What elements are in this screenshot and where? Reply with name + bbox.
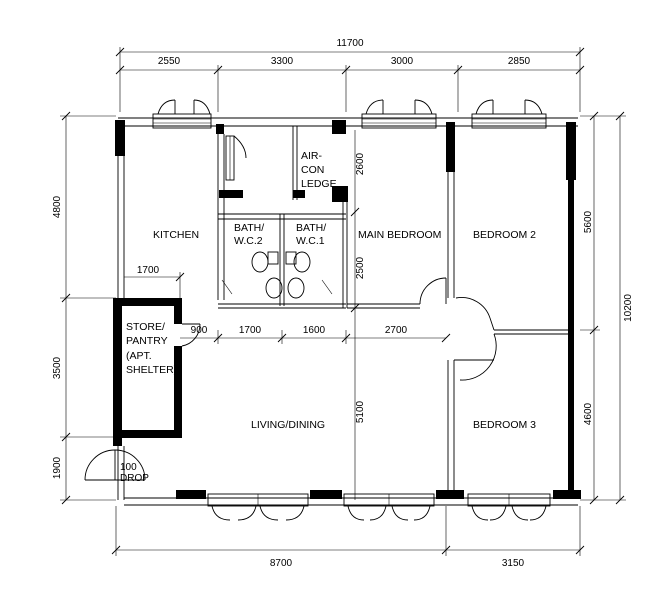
room-store-line2: PANTRY	[126, 335, 168, 347]
drop-label-1: 100	[120, 462, 137, 473]
dim-top-3: 3000	[391, 56, 414, 67]
dim-left-1: 4800	[52, 195, 63, 218]
room-store-line3: (APT.	[126, 350, 152, 362]
room-bedroom3: BEDROOM 3	[473, 419, 536, 431]
room-aircon-line2: CON	[301, 164, 324, 176]
room-main-bedroom: MAIN BEDROOM	[358, 229, 441, 241]
doors	[84, 277, 497, 481]
dim-left-2: 3500	[52, 356, 63, 379]
dim-kitchen-store: 1700	[137, 265, 160, 276]
dim-bedroom-width: 2700	[385, 325, 408, 336]
dim-bath-width: 1700	[239, 325, 262, 336]
dim-top-2: 3300	[271, 56, 294, 67]
dim-bath-height: 2500	[355, 256, 366, 279]
room-store-line1: STORE/	[126, 321, 165, 333]
room-labels: KITCHEN BATH/ W.C.2 BATH/ W.C.1 AIR- CON…	[126, 150, 536, 431]
dim-top-total: 11700	[336, 38, 364, 49]
dimension-labels: 11700 2550 3300 3000 2850 4800 3500 1900…	[52, 38, 634, 569]
dim-wc-width: 1600	[303, 325, 326, 336]
walls	[113, 117, 581, 506]
drop-label-2: DROP	[120, 473, 149, 484]
dim-left-3: 1900	[52, 456, 63, 479]
room-aircon-line1: AIR-	[301, 150, 323, 162]
dim-bottom-2: 3150	[502, 558, 525, 569]
room-aircon-line3: LEDGE	[301, 178, 337, 190]
dim-right-inner-1: 5600	[583, 210, 594, 233]
dim-top-4: 2850	[508, 56, 531, 67]
dim-top-1: 2550	[158, 56, 181, 67]
dim-aircon-height: 2600	[355, 152, 366, 175]
room-bath-wc1-line1: BATH/	[296, 222, 326, 234]
dim-bottom-1: 8700	[270, 558, 293, 569]
room-bath-wc1-line2: W.C.1	[296, 235, 325, 247]
room-bath-wc2-line1: BATH/	[234, 222, 264, 234]
dim-right-outer: 10200	[623, 294, 634, 322]
dim-living-height: 5100	[355, 400, 366, 423]
windows-top	[152, 99, 547, 181]
room-living-dining: LIVING/DINING	[251, 419, 325, 431]
room-bath-wc2-line2: W.C.2	[234, 235, 263, 247]
room-bedroom2: BEDROOM 2	[473, 229, 536, 241]
room-store-line4: SHELTER)	[126, 364, 177, 376]
room-kitchen: KITCHEN	[153, 229, 199, 241]
dim-store-door: 900	[191, 325, 208, 336]
bath-fixtures	[251, 251, 311, 299]
dim-right-inner-2: 4600	[583, 402, 594, 425]
dimension-lines	[60, 47, 626, 556]
windows-bottom	[207, 493, 551, 521]
